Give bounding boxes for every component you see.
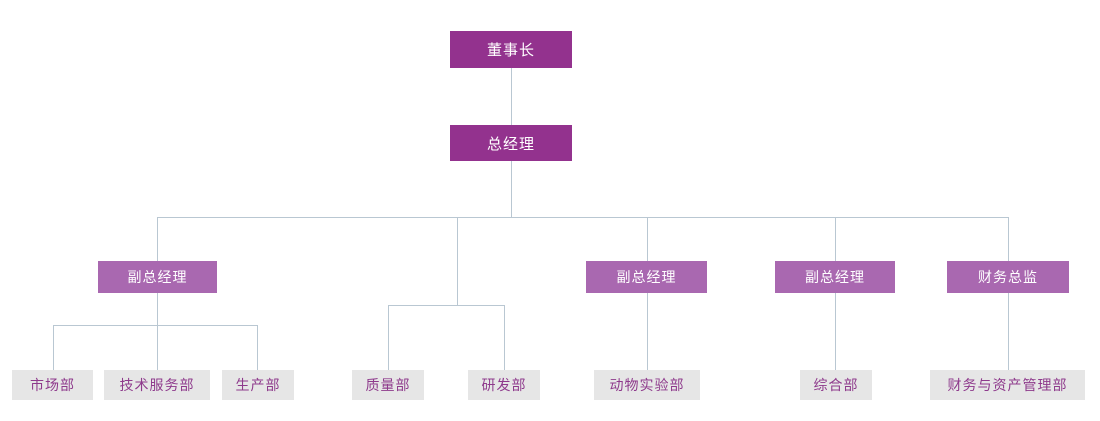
connector-vp3-to-general-affairs xyxy=(835,293,836,370)
node-dept-general-affairs[interactable]: 综合部 xyxy=(800,370,872,400)
connector-gm-to-bus xyxy=(511,161,512,218)
connector-bus-drop-middle xyxy=(457,217,458,305)
connector-cfo-to-finance-asset xyxy=(1008,293,1009,370)
node-general-manager[interactable]: 总经理 xyxy=(450,125,572,161)
node-dept-marketing[interactable]: 市场部 xyxy=(12,370,93,400)
connector-vp1-to-subbus xyxy=(157,293,158,325)
connector-vp1-subbus xyxy=(53,325,258,326)
node-chairman[interactable]: 董事长 xyxy=(450,31,572,68)
connector-subdrop-tech-service xyxy=(157,325,158,370)
connector-chairman-to-gm xyxy=(511,68,512,125)
node-dept-finance-asset[interactable]: 财务与资产管理部 xyxy=(930,370,1085,400)
connector-bus-drop-cfo xyxy=(1008,217,1009,261)
node-vp-3[interactable]: 副总经理 xyxy=(775,261,895,293)
connector-bus-drop-vp2 xyxy=(647,217,648,261)
node-vp-1[interactable]: 副总经理 xyxy=(98,261,217,293)
node-dept-animal-lab[interactable]: 动物实验部 xyxy=(594,370,700,400)
node-dept-production[interactable]: 生产部 xyxy=(222,370,294,400)
connector-main-bus xyxy=(157,217,1009,218)
connector-subdrop-rnd xyxy=(504,305,505,370)
node-dept-quality[interactable]: 质量部 xyxy=(352,370,424,400)
connector-subdrop-quality xyxy=(388,305,389,370)
node-vp-2[interactable]: 副总经理 xyxy=(586,261,707,293)
connector-bus-drop-vp3 xyxy=(835,217,836,261)
connector-middle-subbus xyxy=(388,305,504,306)
node-dept-rnd[interactable]: 研发部 xyxy=(468,370,540,400)
node-cfo[interactable]: 财务总监 xyxy=(947,261,1069,293)
connector-subdrop-production xyxy=(257,325,258,370)
node-dept-tech-service[interactable]: 技术服务部 xyxy=(104,370,210,400)
connector-subdrop-marketing xyxy=(53,325,54,370)
connector-vp2-to-animal-lab xyxy=(647,293,648,370)
connector-bus-drop-vp1 xyxy=(157,217,158,261)
